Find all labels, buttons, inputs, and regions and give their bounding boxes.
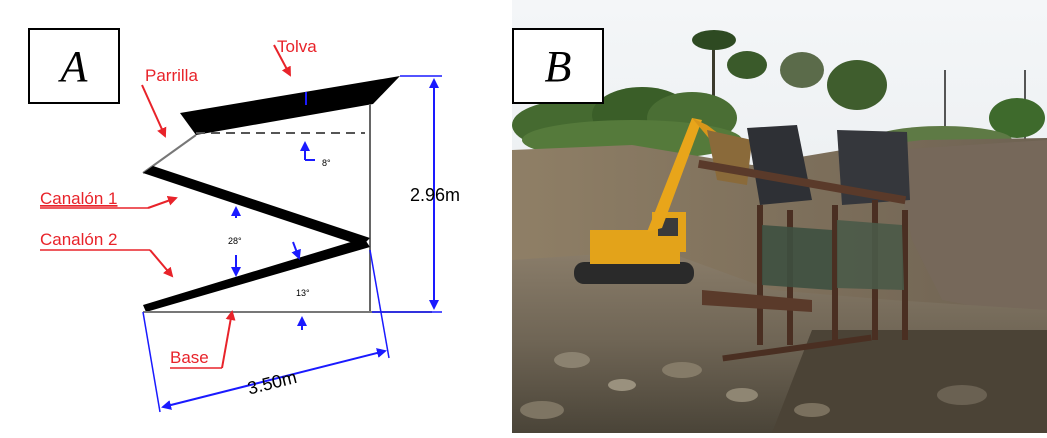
parrilla-arrow (141, 84, 167, 138)
panel-b-photo: B (512, 0, 1047, 433)
canalon-angle-label: 28° (228, 236, 242, 246)
sluice-trough (702, 290, 812, 312)
support-post-1 (757, 205, 763, 345)
excavator-boom (647, 118, 702, 232)
canalon1-shape (143, 166, 370, 246)
tarp-right (837, 130, 910, 205)
width-left-extension (142, 311, 161, 413)
foreground-ditch (772, 330, 1047, 433)
canalon2-annotation: Canalón 2 (40, 230, 118, 249)
site-photo (512, 0, 1047, 433)
canalon2-arrow (149, 249, 174, 278)
excavator-tracks (574, 262, 694, 284)
sluice-screen-left (762, 225, 832, 290)
canalon1-arrow (147, 195, 178, 209)
panel-a-label: A (28, 28, 120, 104)
hopper-rail (697, 159, 907, 205)
parrilla-line (142, 134, 197, 174)
tolva-annotation: Tolva (277, 37, 317, 56)
angle-indicators: 8° 28° 13° (228, 92, 331, 330)
rocks (520, 352, 987, 419)
parrilla-annotation: Parrilla (145, 66, 198, 85)
width-dimension-line (161, 348, 387, 410)
schematic-diagram: 8° 28° 13° 2.96m 3.50m Tolva (40, 37, 460, 413)
base-annotation: Base (170, 348, 209, 367)
support-post-5 (902, 210, 908, 340)
tolva-hopper-shape (180, 76, 400, 135)
width-right-extension (369, 249, 390, 359)
rock-face (892, 140, 1047, 320)
tarp-left (747, 125, 812, 205)
annotations: Tolva Parrilla Canalón 1 Canalón 2 Base (40, 37, 317, 369)
sluice-structure (697, 125, 910, 362)
mid-angle-arrow (291, 241, 301, 260)
canalon1-annotation: Canalón 1 (40, 189, 118, 208)
canalon2-shape (143, 238, 370, 312)
base-arrow (221, 310, 236, 369)
tolva-angle-label: 8° (322, 158, 331, 168)
tolva-arrow (273, 44, 291, 77)
width-dimension-label: 3.50m (245, 367, 298, 399)
sluice-screen-right (837, 220, 904, 290)
support-post-3 (832, 205, 838, 340)
panel-b-label: B (512, 28, 604, 104)
structure (142, 76, 432, 313)
base-angle-label: 13° (296, 288, 310, 298)
base-beam (722, 334, 872, 362)
height-dimension-label: 2.96m (410, 185, 460, 205)
panel-a-schematic: A (0, 0, 500, 433)
